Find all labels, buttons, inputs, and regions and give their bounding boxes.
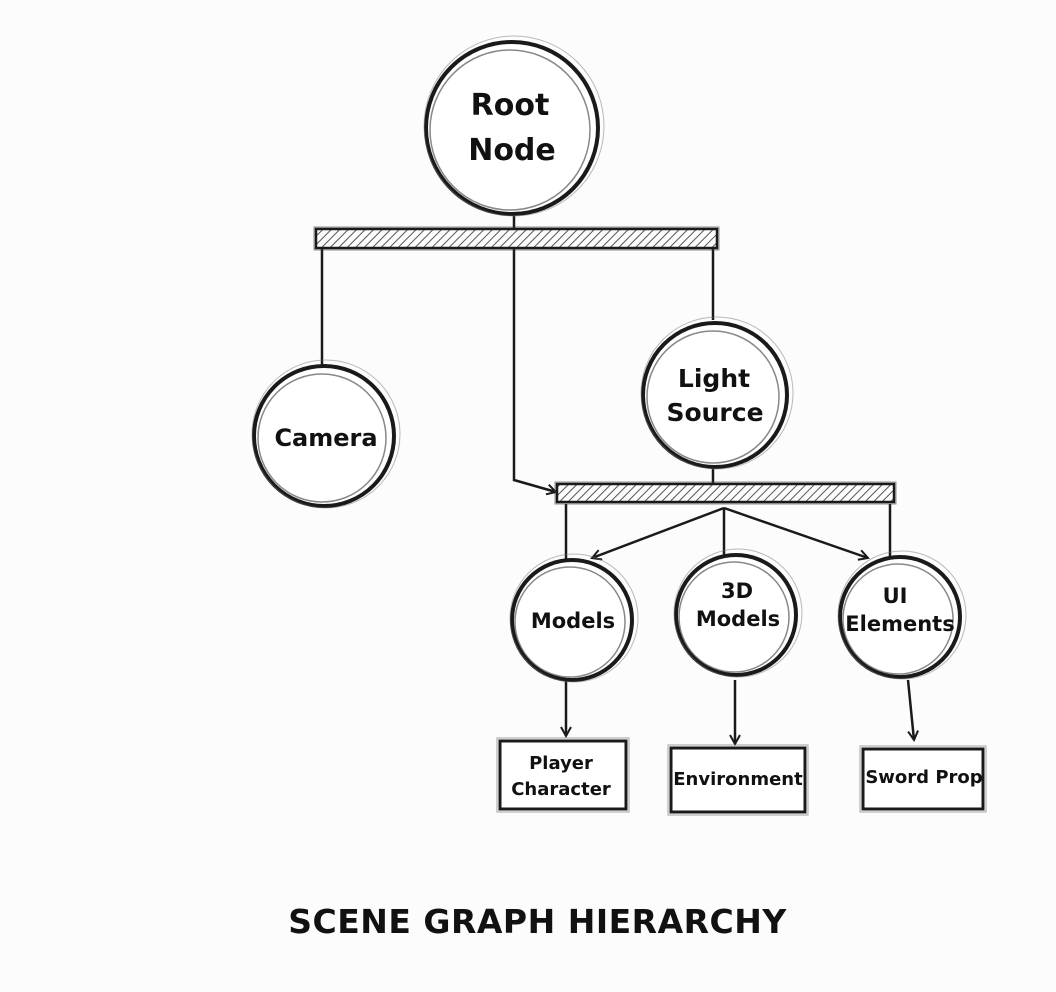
- node-camera-label: Camera: [274, 424, 377, 452]
- node-models[interactable]: Models: [509, 553, 639, 683]
- node-3d-models[interactable]: 3D Models: [673, 548, 803, 678]
- node-light-label-line1: Light: [678, 364, 750, 393]
- edge-child-bar-to-ui: [723, 506, 868, 558]
- leaf-sword-prop[interactable]: Sword Prop: [859, 745, 987, 813]
- node-models-label: Models: [531, 609, 615, 633]
- root-bar: [313, 226, 720, 251]
- leaf-environment-label: Environment: [673, 769, 803, 790]
- child-bar: [554, 481, 897, 505]
- leaf-player-label-line2: Character: [511, 779, 611, 800]
- node-3d-models-label-line2: Models: [696, 607, 780, 631]
- connectors: [320, 200, 914, 744]
- node-root-label-line2: Node: [468, 133, 556, 168]
- node-ui-elements[interactable]: UI Elements: [837, 550, 967, 680]
- diagram-title: SCENE GRAPH HIERARCHY: [288, 902, 787, 941]
- node-ui-label-line2: Elements: [845, 612, 954, 636]
- edge-ui-to-sword: [906, 679, 914, 740]
- leaf-sword-label: Sword Prop: [865, 767, 982, 788]
- edge-bar-to-child-bar: [512, 248, 556, 492]
- node-camera[interactable]: Camera: [251, 359, 401, 509]
- node-root-label-line1: Root: [471, 88, 550, 123]
- edge-child-bar-to-models: [592, 506, 725, 558]
- node-light-source[interactable]: Light Source: [640, 316, 794, 470]
- leaf-player-label-line1: Player: [529, 753, 593, 774]
- node-ui-label-line1: UI: [883, 584, 908, 608]
- node-root[interactable]: Root Node: [423, 35, 605, 217]
- node-3d-models-label-line1: 3D: [721, 579, 753, 603]
- leaf-environment[interactable]: Environment: [667, 744, 809, 816]
- leaf-player-character[interactable]: Player Character: [496, 737, 630, 813]
- node-light-label-line2: Source: [666, 398, 763, 427]
